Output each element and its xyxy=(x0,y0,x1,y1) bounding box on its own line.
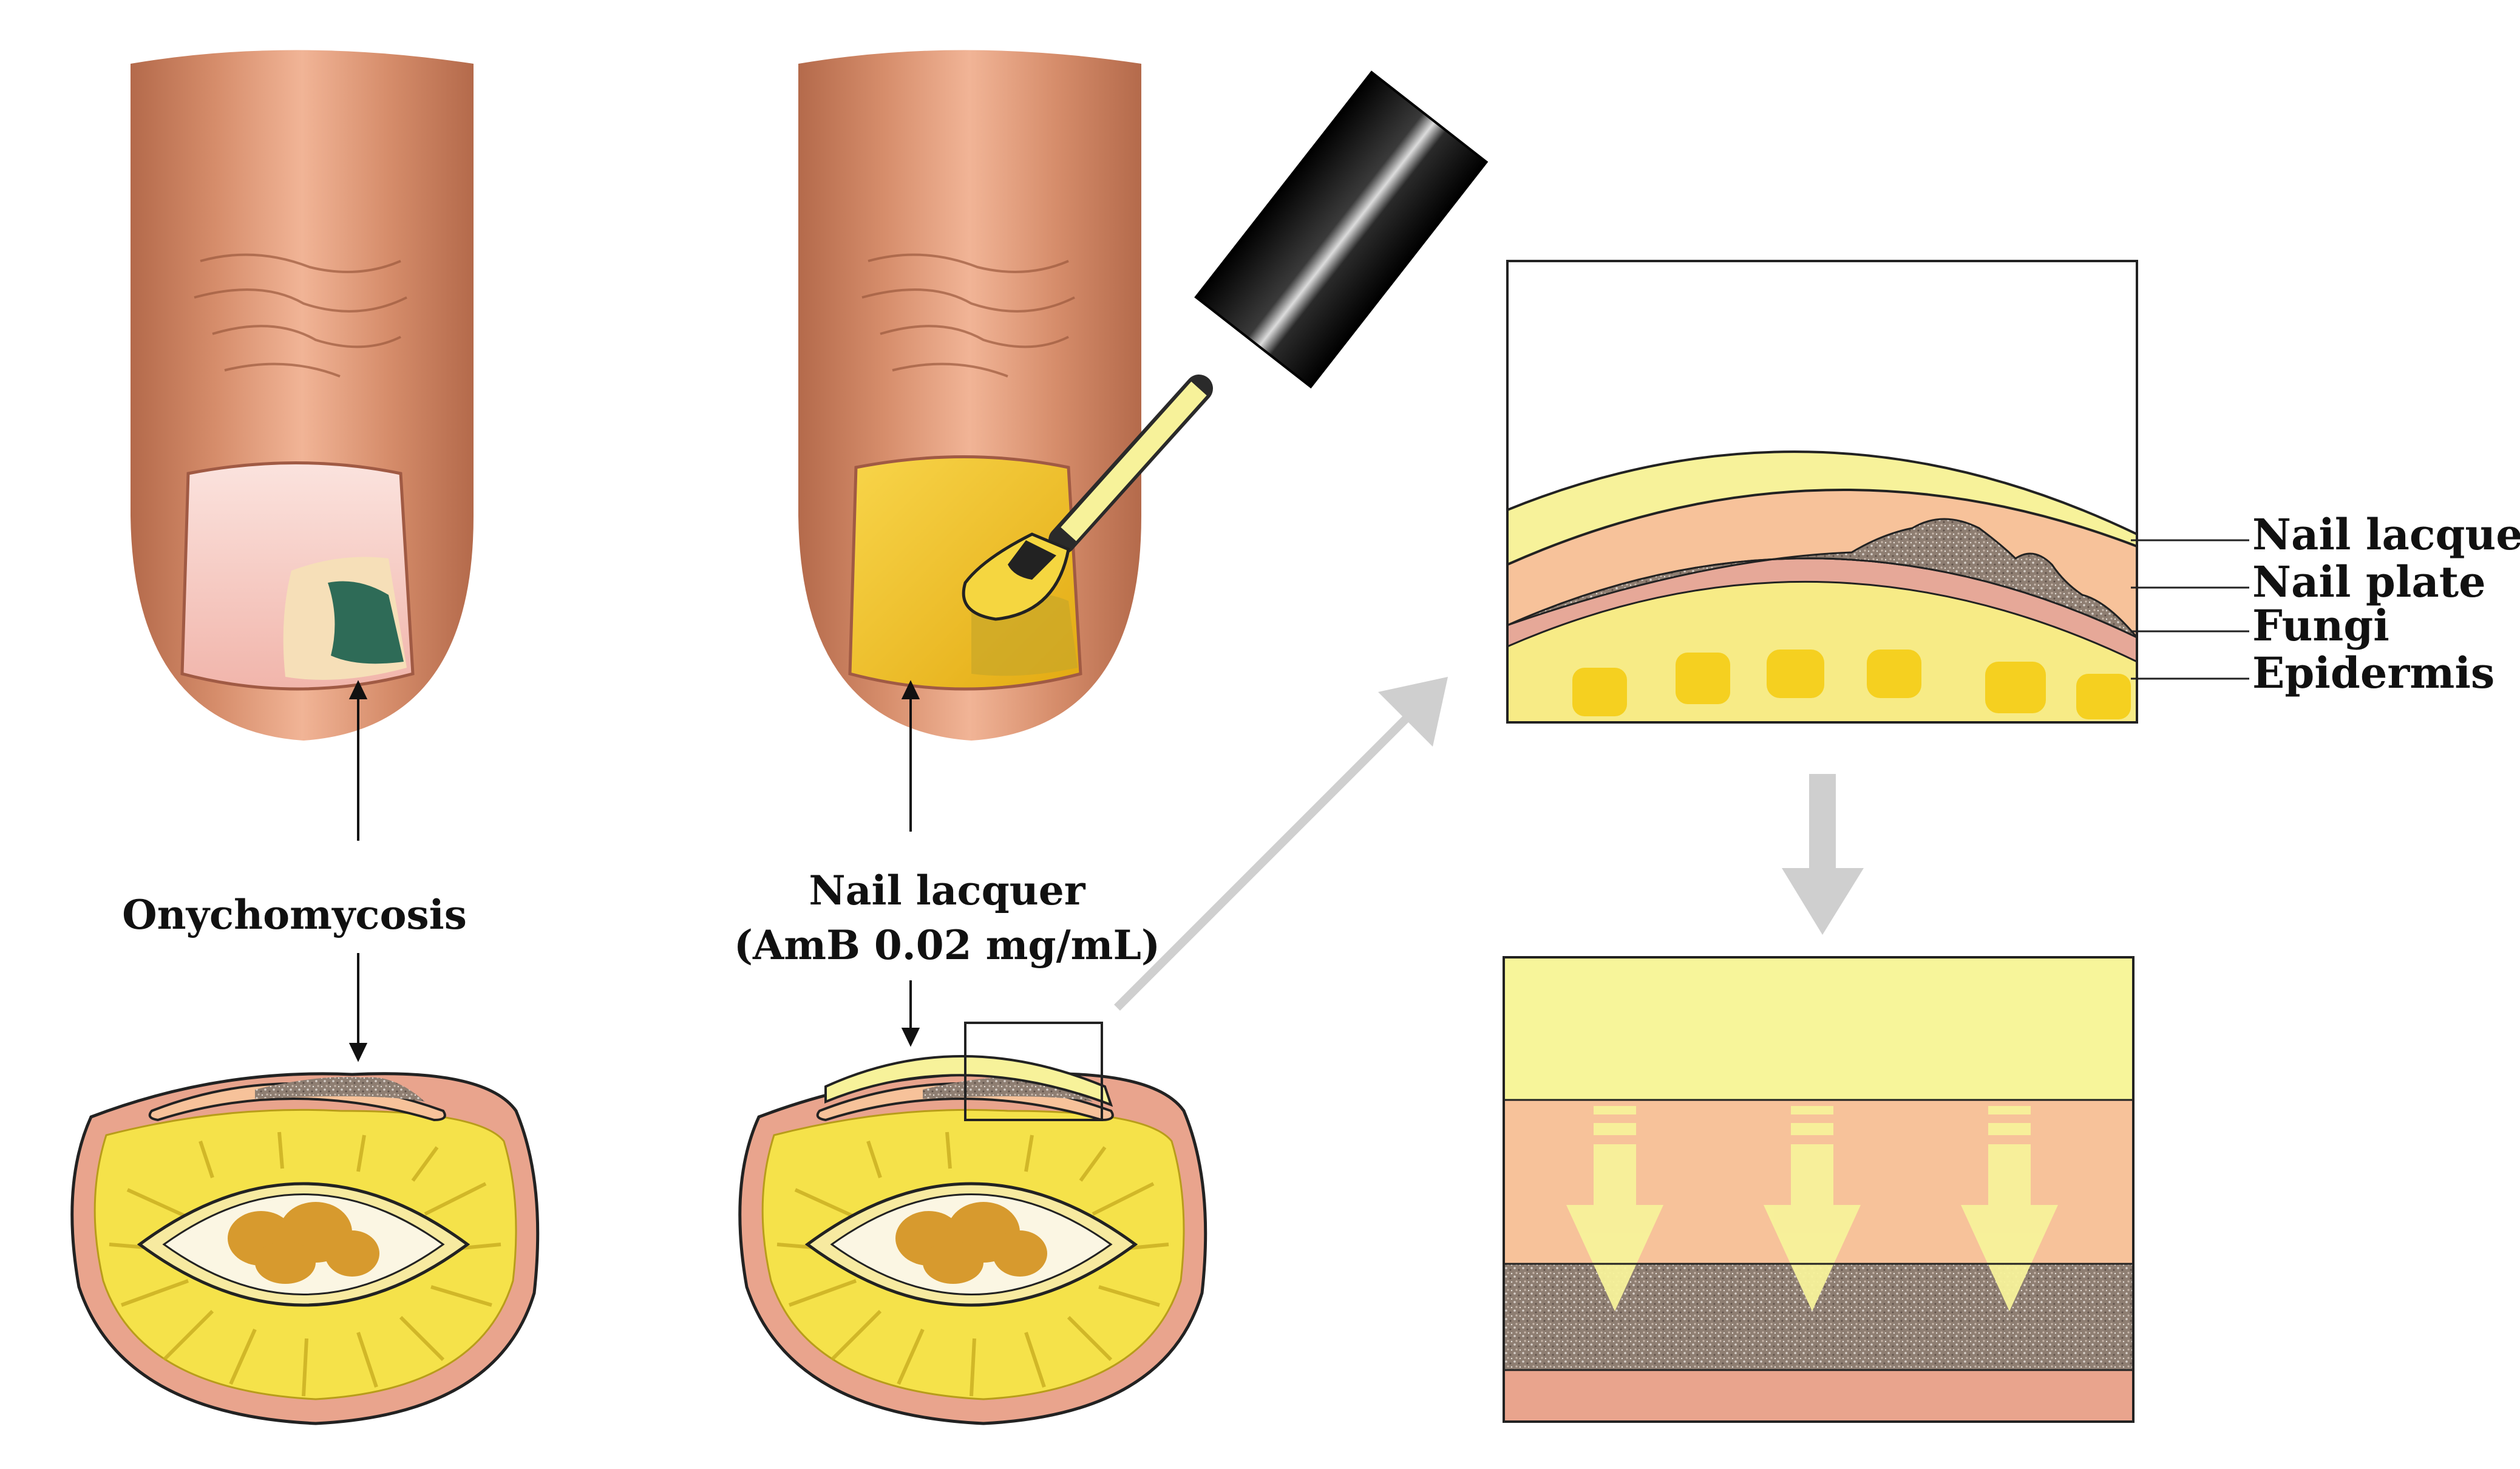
diffusion-arrow-3 xyxy=(1961,1106,2058,1311)
finger-nail-lacquer xyxy=(798,50,1141,741)
pointer-arrow-middle-down xyxy=(901,980,920,1047)
label-nail-lacquer: Nail lacquer xyxy=(2252,509,2520,560)
cross-section-onychomycosis xyxy=(70,1072,540,1425)
caption-onychomycosis: Onychomycosis xyxy=(122,891,467,938)
pointer-arrow-left-down xyxy=(348,953,368,1062)
label-nail-plate: Nail plate xyxy=(2252,557,2486,607)
pointer-arrow-middle-up xyxy=(901,680,920,832)
penetration-panel xyxy=(1503,956,2135,1423)
diffusion-arrow-1 xyxy=(1566,1106,1663,1311)
caption-amb-concentration: (AmB 0.02 mg/mL) xyxy=(734,921,1160,969)
caption-nail-lacquer: Nail lacquer xyxy=(809,867,1085,914)
pointer-arrow-left-up xyxy=(348,680,368,841)
zoom-panel-layers xyxy=(1506,260,2138,724)
zoom-region-box xyxy=(964,1022,1103,1121)
label-fungi: Fungi xyxy=(2252,600,2389,651)
finger-onychomycosis xyxy=(131,50,474,741)
nail-polish-brush-icon xyxy=(962,70,1489,621)
label-epidermis: Epidermis xyxy=(2252,648,2495,698)
diffusion-arrow-2 xyxy=(1764,1106,1861,1311)
cross-section-nail-lacquer xyxy=(738,1022,1207,1425)
layer-leaders xyxy=(2131,539,2249,680)
zoom-arrow xyxy=(1114,677,1448,1011)
downward-arrow-icon xyxy=(1782,774,1864,935)
